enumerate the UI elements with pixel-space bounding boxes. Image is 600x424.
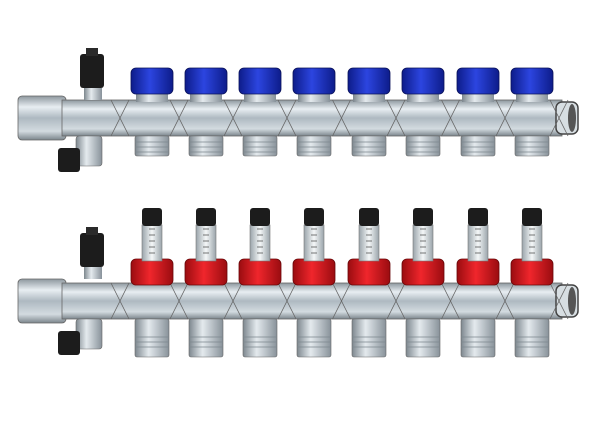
valve-neck xyxy=(462,92,494,102)
end-cap-seal xyxy=(568,104,576,132)
body-hex-edge xyxy=(495,282,515,320)
outlet-fitting xyxy=(351,318,387,358)
flowmeter-black-cap-8 xyxy=(522,208,542,226)
body-hex-edge xyxy=(441,99,460,137)
drain-valve-cap xyxy=(58,148,80,172)
flowmeter-black-cap-7 xyxy=(468,208,488,226)
outlet-fitting xyxy=(296,318,332,358)
blue-valve-cap-2 xyxy=(184,67,228,95)
air-vent-cap xyxy=(86,227,98,235)
manifold-body xyxy=(61,282,563,320)
blue-valve-cap-8 xyxy=(510,67,554,95)
flowmeter-glass-6 xyxy=(412,224,434,262)
outlet-fitting xyxy=(514,135,550,157)
flowmeter-black-cap-1 xyxy=(142,208,162,226)
inlet-nut xyxy=(17,95,67,141)
valve-neck xyxy=(353,92,385,102)
red-flowmeter-base-2 xyxy=(184,258,228,286)
outlet-fitting xyxy=(134,318,170,358)
body-hex-edge xyxy=(332,99,351,137)
end-cap-seal xyxy=(568,287,576,315)
flowmeter-glass-4 xyxy=(303,224,325,262)
outlet-fitting xyxy=(514,318,550,358)
outlet-fitting xyxy=(188,318,224,358)
body-hex-edge xyxy=(223,282,243,320)
blue-valve-cap-3 xyxy=(238,67,282,95)
outlet-fitting xyxy=(296,135,332,157)
valve-neck xyxy=(136,92,168,102)
body-hex-edge xyxy=(549,282,569,320)
body-hex-edge xyxy=(277,99,297,137)
outlet-fitting xyxy=(242,135,278,157)
flowmeter-glass-3 xyxy=(249,224,271,262)
red-flowmeter-base-5 xyxy=(347,258,391,286)
supply-manifold xyxy=(17,48,579,172)
outlet-fitting xyxy=(134,135,170,157)
blue-valve-cap-4 xyxy=(292,67,336,95)
body-hex-edge xyxy=(441,282,460,320)
body-hex-edge xyxy=(110,99,130,137)
inlet-nut xyxy=(17,278,67,324)
outlet-fitting xyxy=(460,135,496,157)
body-hex-edge xyxy=(495,99,515,137)
outlet-fitting xyxy=(351,135,387,157)
valve-neck xyxy=(516,92,548,102)
air-vent-valve xyxy=(80,54,104,88)
drain-valve-cap xyxy=(58,331,80,355)
blue-valve-cap-6 xyxy=(401,67,445,95)
body-hex-edge xyxy=(386,99,406,137)
flowmeter-black-cap-3 xyxy=(250,208,270,226)
flowmeter-glass-1 xyxy=(141,224,163,262)
flowmeter-glass-5 xyxy=(358,224,380,262)
outlet-fitting xyxy=(242,318,278,358)
valve-neck xyxy=(407,92,439,102)
flowmeter-black-cap-5 xyxy=(359,208,379,226)
body-hex-edge xyxy=(223,99,243,137)
flowmeter-glass-7 xyxy=(467,224,489,262)
flowmeter-black-cap-4 xyxy=(304,208,324,226)
blue-valve-cap-5 xyxy=(347,67,391,95)
flowmeter-glass-2 xyxy=(195,224,217,262)
body-hex-edge xyxy=(169,282,189,320)
air-vent-cap xyxy=(86,48,98,56)
return-manifold xyxy=(17,208,579,358)
body-hex-edge xyxy=(549,99,569,137)
body-hex-edge xyxy=(169,99,189,137)
red-flowmeter-base-4 xyxy=(292,258,336,286)
blue-valve-cap-1 xyxy=(130,67,174,95)
air-vent-thread xyxy=(84,88,102,100)
blue-valve-cap-7 xyxy=(456,67,500,95)
outlet-fitting xyxy=(188,135,224,157)
flowmeter-black-cap-2 xyxy=(196,208,216,226)
red-flowmeter-base-8 xyxy=(510,258,554,286)
body-hex-edge xyxy=(386,282,406,320)
body-hex-edge xyxy=(277,282,297,320)
body-hex-edge xyxy=(110,282,130,320)
outlet-fitting xyxy=(460,318,496,358)
valve-neck xyxy=(298,92,330,102)
outlet-fitting xyxy=(405,135,441,157)
red-flowmeter-base-6 xyxy=(401,258,445,286)
outlet-fitting xyxy=(405,318,441,358)
air-vent-thread xyxy=(84,267,102,279)
red-flowmeter-base-1 xyxy=(130,258,174,286)
valve-neck xyxy=(244,92,276,102)
red-flowmeter-base-7 xyxy=(456,258,500,286)
body-hex-edge xyxy=(332,282,351,320)
manifold-body xyxy=(61,99,563,137)
flowmeter-glass-8 xyxy=(521,224,543,262)
air-vent-valve xyxy=(80,233,104,267)
valve-neck xyxy=(190,92,222,102)
flowmeter-black-cap-6 xyxy=(413,208,433,226)
red-flowmeter-base-3 xyxy=(238,258,282,286)
